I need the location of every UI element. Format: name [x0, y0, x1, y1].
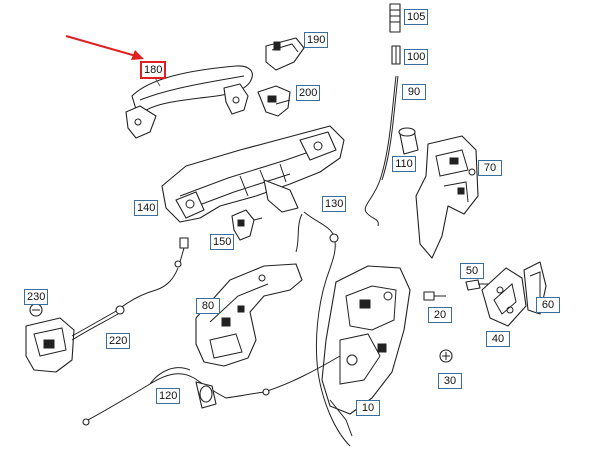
- part-110-bushing[interactable]: [398, 127, 419, 155]
- part-200-cylinder-bracket[interactable]: [257, 85, 291, 117]
- part-10-door-lock[interactable]: [321, 265, 411, 437]
- part-130-bowden-cable[interactable]: [295, 211, 351, 447]
- callout-120[interactable]: 120: [156, 388, 181, 404]
- part-20-screw[interactable]: [423, 291, 446, 301]
- part-40-striker-plate[interactable]: [481, 267, 527, 327]
- callout-100[interactable]: 100: [404, 49, 429, 65]
- part-120-release-cable[interactable]: [82, 355, 341, 426]
- part-220-actuator[interactable]: [25, 267, 179, 373]
- callout-230[interactable]: 230: [24, 289, 49, 305]
- part-small-bolt[interactable]: [174, 237, 189, 268]
- callout-20[interactable]: 20: [428, 307, 452, 323]
- callout-50[interactable]: 50: [460, 263, 484, 279]
- callout-130[interactable]: 130: [322, 196, 347, 212]
- callout-90[interactable]: 90: [402, 84, 426, 100]
- callout-140[interactable]: 140: [134, 200, 159, 216]
- callout-180[interactable]: 180: [140, 61, 167, 79]
- part-70-lock-housing[interactable]: [415, 135, 479, 259]
- callout-40[interactable]: 40: [486, 331, 510, 347]
- part-190-handle-cap[interactable]: [265, 37, 305, 71]
- callout-10[interactable]: 10: [356, 400, 380, 416]
- part-80-inner-bracket[interactable]: [195, 263, 303, 367]
- callout-190[interactable]: 190: [304, 32, 329, 48]
- callout-105[interactable]: 105: [404, 9, 429, 25]
- highlight-arrow: [65, 35, 144, 60]
- callout-220[interactable]: 220: [106, 333, 131, 349]
- part-50-screw[interactable]: [465, 279, 490, 291]
- part-30-screw[interactable]: [439, 349, 453, 363]
- callout-60[interactable]: 60: [536, 297, 560, 313]
- part-150-clip[interactable]: [231, 209, 263, 241]
- callout-200[interactable]: 200: [296, 85, 321, 101]
- callout-150[interactable]: 150: [210, 234, 235, 250]
- callout-80[interactable]: 80: [196, 298, 220, 314]
- part-230-screw[interactable]: [29, 303, 43, 317]
- callout-70[interactable]: 70: [478, 160, 502, 176]
- part-140-handle-carrier[interactable]: [161, 125, 345, 223]
- callout-30[interactable]: 30: [438, 373, 462, 389]
- part-180-outer-handle[interactable]: [125, 65, 253, 139]
- part-90-actuating-rod[interactable]: [364, 75, 399, 227]
- part-105-rod-end[interactable]: [389, 3, 401, 33]
- callout-110[interactable]: 110: [392, 156, 416, 172]
- part-100-rod-clip[interactable]: [391, 45, 401, 65]
